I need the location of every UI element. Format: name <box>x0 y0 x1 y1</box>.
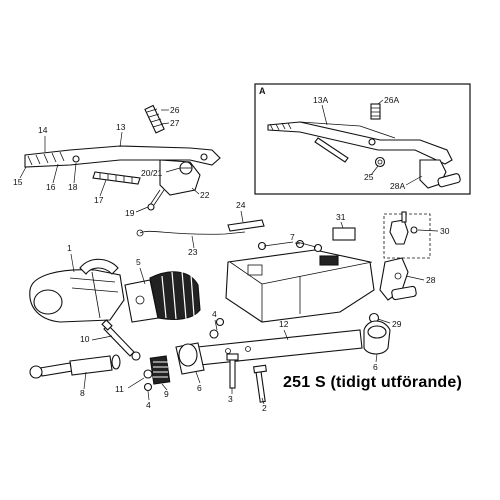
shock-absorber-8 <box>29 354 121 379</box>
inset-label: A <box>259 86 266 96</box>
bolt-10 <box>101 319 141 361</box>
callout-11: 11 <box>115 384 124 394</box>
clip-24 <box>227 219 265 232</box>
coupling-head <box>29 258 125 323</box>
callout-23: 23 <box>188 247 198 257</box>
callout-17: 17 <box>94 195 104 205</box>
callout-30: 30 <box>440 226 450 236</box>
lock-detail-30 <box>383 211 431 259</box>
callout-28a: 28A <box>390 181 405 191</box>
spring-9 <box>149 355 171 385</box>
bellows <box>124 270 201 323</box>
callout-18: 18 <box>68 182 78 192</box>
callout-9: 9 <box>164 389 169 399</box>
callout-19: 19 <box>125 208 135 218</box>
callout-12: 12 <box>279 319 289 329</box>
handbrake-assembly <box>24 104 221 211</box>
callout-2: 2 <box>262 403 267 413</box>
callout-20-21: 20/21 <box>141 168 163 178</box>
lever-13a <box>267 121 453 165</box>
rivet-7c <box>313 243 323 253</box>
diagram-caption: 251 S (tidigt utförande) <box>283 374 463 391</box>
plate-31 <box>332 227 356 241</box>
nut-25 <box>374 156 386 168</box>
bolt-26a <box>370 103 381 120</box>
callout-28: 28 <box>426 275 436 285</box>
bolt-2 <box>255 369 266 403</box>
callout-16: 16 <box>46 182 56 192</box>
callout-7: 7 <box>290 232 295 242</box>
callout-6b: 6 <box>373 362 378 372</box>
nut-4b <box>209 329 219 339</box>
bushings <box>175 320 391 375</box>
washer-4a <box>143 382 153 392</box>
nut-11 <box>143 369 153 379</box>
spring-17 <box>92 171 141 185</box>
jaw-assembly <box>379 257 417 301</box>
callout-29: 29 <box>392 319 402 329</box>
callout-15: 15 <box>13 177 23 187</box>
cable-23 <box>139 230 246 235</box>
callout-26a: 26A <box>384 95 399 105</box>
callout-13: 13 <box>116 122 126 132</box>
bolts-2-3 <box>226 353 267 403</box>
callout-1: 1 <box>67 243 72 253</box>
bolt-3 <box>229 357 236 389</box>
callout-6a: 6 <box>197 383 202 393</box>
bolt-26 <box>144 104 165 134</box>
callout-4b: 4 <box>212 309 217 319</box>
callout-25: 25 <box>364 172 374 182</box>
lock-lever-30 <box>389 219 409 245</box>
callout-14: 14 <box>38 125 48 135</box>
lever-13 <box>24 145 221 168</box>
callout-3: 3 <box>228 394 233 404</box>
callout-13a: 13A <box>313 95 328 105</box>
callout-26: 26 <box>170 105 180 115</box>
lever-grip-ridges <box>269 122 292 131</box>
callout-8: 8 <box>80 388 85 398</box>
brake-cable <box>136 219 265 237</box>
callout-5: 5 <box>136 257 141 267</box>
inset-detail-a: A <box>254 83 471 195</box>
label-plate-31-slot <box>319 255 339 266</box>
coupling-body <box>225 239 375 323</box>
callout-10: 10 <box>80 334 90 344</box>
callout-4a: 4 <box>146 400 151 410</box>
callout-24: 24 <box>236 200 246 210</box>
callout-27: 27 <box>170 118 180 128</box>
callout-31: 31 <box>336 212 346 222</box>
callout-22: 22 <box>200 190 210 200</box>
